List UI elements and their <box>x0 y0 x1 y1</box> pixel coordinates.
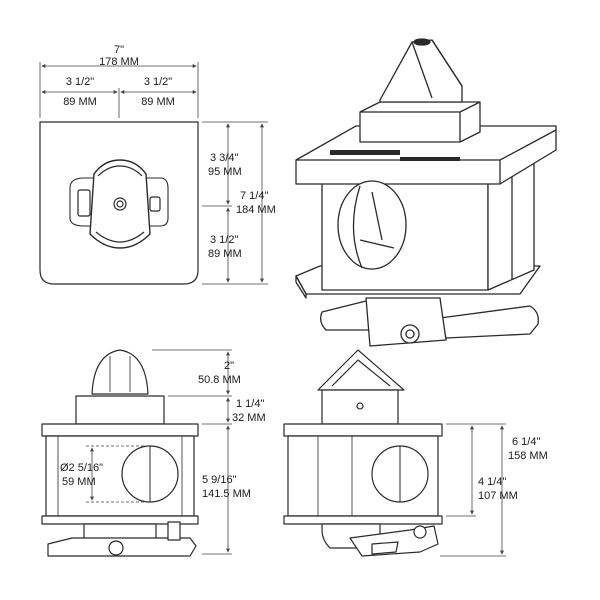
top-view-dimensions <box>39 62 268 285</box>
hole-diameter-mm-label: 59 MM <box>62 476 96 488</box>
front-view <box>41 349 199 557</box>
top-total-in-label: 7 1/4" <box>240 190 269 202</box>
half-width-right-mm-label: 89 MM <box>141 96 175 108</box>
side-total-mm-label: 158 MM <box>508 450 548 462</box>
half-width-right-in-label: 3 1/2" <box>143 76 173 88</box>
flange-height-mm-label: 32 MM <box>232 412 266 424</box>
isometric-view <box>295 38 557 347</box>
body-height-mm-label: 141.5 MM <box>202 488 251 500</box>
top-upper-mm-label: 95 MM <box>208 166 242 178</box>
top-lower-mm-label: 89 MM <box>208 248 242 260</box>
overall-width-mm-label: 178 MM <box>99 56 139 68</box>
front-view-dimensions <box>86 349 232 555</box>
hole-diameter-in-label: Ø2 5/16" <box>60 462 104 474</box>
side-total-in-label: 6 1/4" <box>512 436 541 448</box>
top-view <box>39 121 199 285</box>
half-width-left-in-label: 3 1/2" <box>65 76 95 88</box>
cap-height-mm-label: 50.8 MM <box>198 374 241 386</box>
body-height-in-label: 5 9/16" <box>202 474 237 486</box>
side-lower-mm-label: 107 MM <box>478 490 518 502</box>
overall-width-in-label: 7" <box>113 44 125 56</box>
half-width-left-mm-label: 89 MM <box>63 96 97 108</box>
flange-height-in-label: 1 1/4" <box>236 398 265 410</box>
top-lower-in-label: 3 1/2" <box>210 234 239 246</box>
top-upper-in-label: 3 3/4" <box>210 152 239 164</box>
top-total-mm-label: 184 MM <box>236 204 276 216</box>
cap-height-in-label: 2" <box>224 360 235 372</box>
side-view <box>283 349 443 557</box>
side-lower-in-label: 4 1/4" <box>478 476 507 488</box>
side-view-dimensions <box>440 423 506 557</box>
